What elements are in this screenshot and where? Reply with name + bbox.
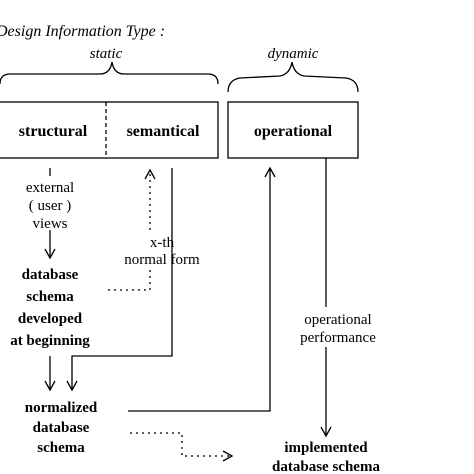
external-views-label-bg <box>18 176 82 230</box>
semantical-label: semantical <box>127 123 200 140</box>
initial-schema-line-2: schema <box>26 289 74 305</box>
normal-form-label-1: x-th <box>150 235 175 251</box>
normalized-schema-line-1: normalized <box>25 400 98 416</box>
normalized-to-operational-arrow <box>128 166 276 412</box>
dynamic-brace <box>227 61 359 93</box>
normal-form-label-bg <box>118 232 208 270</box>
initial-schema-line-4: at beginning <box>10 333 90 349</box>
normal-form-label-2: normal form <box>124 252 200 268</box>
operational-performance-label-1: operational <box>304 312 371 328</box>
normalized-schema-line-2: database <box>33 420 90 436</box>
static-label: static <box>90 46 123 62</box>
external-views-label-2: ( user ) <box>29 198 71 214</box>
initial-schema-line-1: database <box>22 267 79 283</box>
normalized-schema-line-3: schema <box>37 440 85 456</box>
dynamic-label: dynamic <box>268 46 319 62</box>
operational-performance-label-2: performance <box>300 330 376 346</box>
external-views-label-1: external <box>26 180 74 196</box>
external-views-label-3: views <box>33 216 68 232</box>
operational-label: operational <box>254 123 333 140</box>
semantical-to-normalized-arrow <box>66 168 173 392</box>
implemented-schema-line-2: database schema <box>272 459 380 474</box>
implemented-schema-line-1: implemented <box>284 440 368 456</box>
structural-label: structural <box>19 123 88 140</box>
diagram-title: Design Information Type : <box>0 23 165 40</box>
normalized-to-implemented-dotted-arrow <box>130 432 234 462</box>
structural-semantical-box <box>0 101 219 159</box>
normal-form-dotted-arrow <box>108 168 156 291</box>
operational-box <box>227 101 359 159</box>
operational-performance-label-bg <box>286 307 382 347</box>
static-brace <box>0 61 219 85</box>
initial-schema-line-3: developed <box>18 311 83 327</box>
